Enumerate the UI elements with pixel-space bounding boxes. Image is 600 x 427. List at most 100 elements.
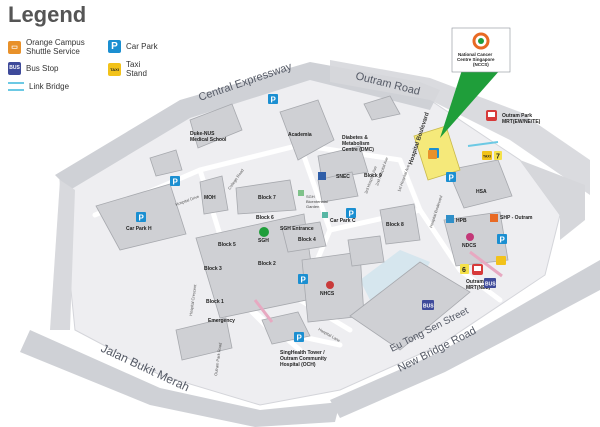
label-sgh-entrance: SGH Entrance [280, 226, 314, 232]
svg-text:TAXI: TAXI [483, 155, 491, 159]
callout-line-2: Centre Singapore [457, 57, 495, 62]
block7-building [235, 179, 297, 215]
label-singhealth-tower-1: SingHealth Tower / [280, 350, 325, 356]
road-label-hospital-crescent: Hospital Crescent [188, 283, 197, 316]
legend-shuttle-label-1: Orange Campus [26, 38, 85, 47]
label-sgh-garden-2: Bicentennial [306, 199, 328, 204]
label-moh: MOH [204, 195, 216, 201]
bus-stop-icon: BUS [8, 62, 21, 75]
label-block3: Block 3 [204, 266, 222, 272]
svg-text:7: 7 [496, 154, 500, 161]
svg-text:P: P [449, 174, 455, 183]
garden-icon [322, 212, 328, 218]
car-park-icon: P [446, 172, 456, 183]
svg-text:BUS: BUS [485, 282, 496, 288]
large-block-building [349, 261, 471, 351]
link-bridge-icon [8, 82, 24, 91]
car-park-icon: P [268, 94, 278, 105]
label-block4: Block 4 [298, 237, 316, 243]
callout-line-1: National Cancer [458, 52, 493, 57]
mrt-icon [486, 110, 497, 121]
blue-link-bridge [467, 141, 499, 147]
central-expressway-road [55, 62, 440, 190]
legend-taxi-label: Taxi Stand [126, 60, 147, 78]
svg-text:P: P [301, 276, 307, 285]
snec-logo-icon [318, 172, 326, 180]
label-hsa: HSA [476, 189, 487, 195]
shuttle-bus-icon [428, 150, 437, 159]
buildings-layer [95, 95, 513, 361]
label-sgh: SGH [258, 238, 269, 244]
legend-link-bridge-label: Link Bridge [29, 82, 70, 91]
legend-shuttle-label-2: Shuttle Service [26, 47, 80, 56]
label-snec: SNEC [336, 174, 350, 180]
nccs-callout-pointer [440, 70, 500, 138]
map-legend: Legend ▭ Orange Campus Shuttle Service B… [0, 0, 160, 110]
bus-number-badge: 7 [494, 151, 502, 161]
mrt-icon [472, 264, 483, 275]
nccs-callout: National Cancer Centre Singapore (NCCS) [451, 27, 511, 73]
label-block5: Block 5 [218, 242, 236, 248]
outram-road-road [330, 60, 590, 195]
label-block9: Block 9 [364, 173, 382, 179]
label-sgh-garden-3: Garden [306, 204, 319, 209]
svg-text:P: P [297, 334, 303, 343]
ndcs-logo-icon [466, 233, 474, 241]
hsa-building [447, 159, 513, 209]
svg-text:P: P [173, 178, 179, 187]
bus-number-badge: 6 [460, 264, 469, 274]
legend-item-shuttle: ▭ Orange Campus Shuttle Service [8, 38, 85, 56]
taxi-stand-icon: TAXI [108, 62, 121, 76]
taxi-stand-icon [496, 256, 506, 265]
label-dmc-1: Diabetes & [342, 135, 368, 141]
legend-item-taxi: TAXI Taxi Stand [108, 60, 160, 78]
bus-stop-icon: BUS [484, 278, 496, 288]
south-left-building [175, 317, 233, 361]
label-block1: Block 1 [206, 299, 224, 305]
label-block6: Block 6 [256, 215, 274, 221]
svg-text:P: P [500, 236, 506, 245]
svg-text:BUS: BUS [423, 304, 434, 310]
label-shp: SHP - Outram [500, 215, 533, 221]
label-dmc-2: Metabolism [342, 141, 370, 147]
svg-text:6: 6 [462, 267, 466, 274]
svg-text:P: P [139, 214, 145, 223]
label-hpb: HPB [456, 218, 467, 224]
shp-logo-icon [490, 214, 498, 222]
label-block2: Block 2 [258, 261, 276, 267]
car-park-icon: P [108, 40, 121, 53]
link-bridges [253, 250, 503, 323]
label-ndcs: NDCS [462, 243, 477, 249]
label-mrt-bottom-2: MRT(NEL) [466, 285, 490, 291]
car-park-icon: P [346, 208, 356, 219]
label-car-park-h: Car Park H [126, 226, 152, 232]
legend-title: Legend [8, 2, 87, 27]
ndcs-building [443, 211, 509, 267]
block9-building [379, 203, 421, 245]
label-singhealth-tower-2: Outram Community [280, 356, 327, 362]
jalan-bukit-merah-road [20, 330, 340, 427]
academia-building [279, 99, 335, 161]
block4-building [281, 221, 327, 253]
label-block7: Block 7 [258, 195, 276, 201]
bus-stop-icons: BUS BUS [422, 278, 496, 310]
duke-nus-building [189, 103, 243, 149]
car-park-icon: P [294, 332, 304, 343]
road-label-outram-park-road: Outram Park Road [213, 342, 223, 376]
taxi-stand-icon: TAXI [482, 151, 492, 160]
garden-icon [298, 190, 304, 196]
car-park-icon: P [136, 212, 146, 223]
snec-building [317, 171, 359, 203]
nccs-icons: TAXI 7 6 [259, 110, 506, 289]
legend-item-bus-stop: BUS Bus Stop [8, 62, 58, 75]
label-mrt-bottom-1: Outram Park [466, 279, 496, 285]
svg-text:P: P [349, 210, 355, 219]
moh-building [199, 175, 229, 215]
legend-car-park-label: Car Park [126, 42, 158, 51]
car-park-icon: P [298, 274, 308, 285]
svg-text:P: P [271, 96, 277, 105]
shuttle-bus-icon: ▭ [8, 40, 21, 54]
block8-building [347, 235, 385, 267]
nhcs-logo-icon [326, 281, 334, 289]
label-duke-nus: Duke-NUS [190, 131, 215, 137]
